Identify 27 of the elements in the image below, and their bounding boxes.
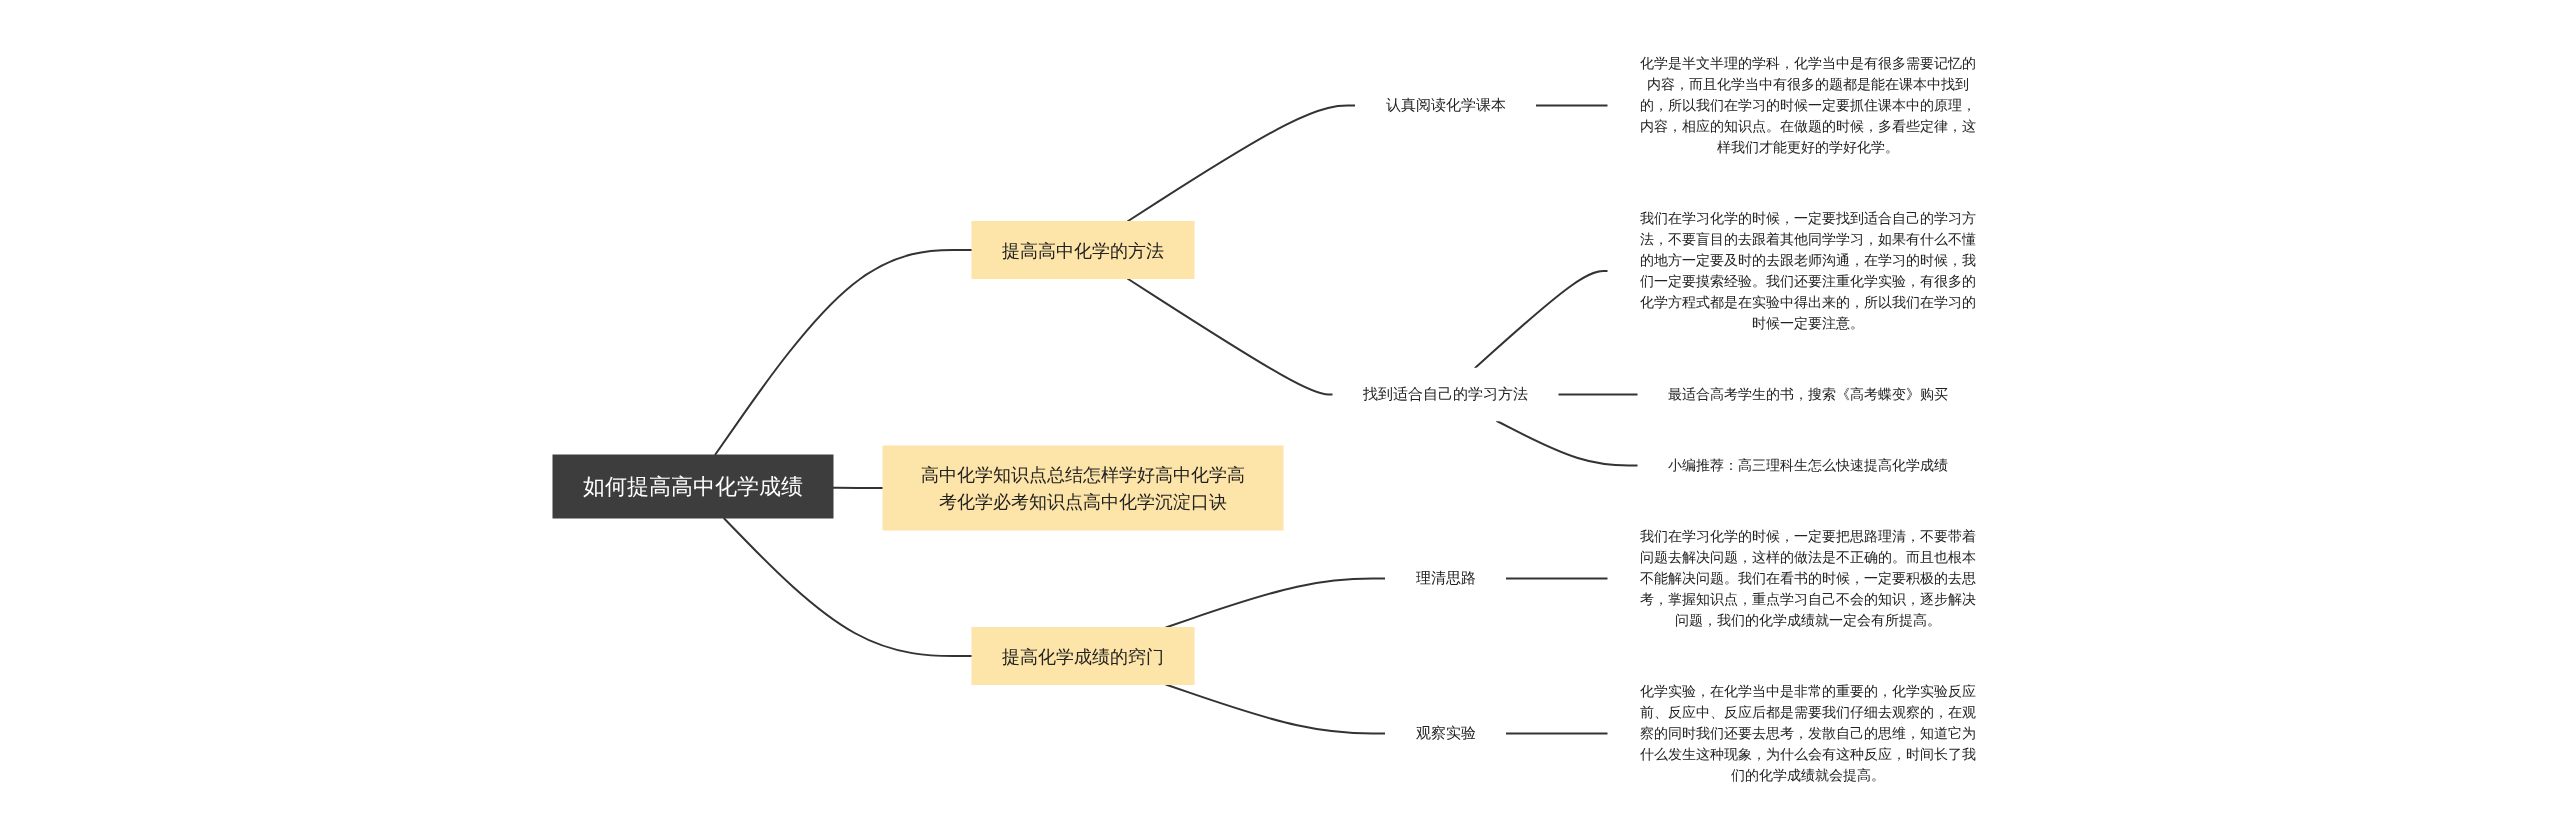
connector (1164, 577, 1386, 629)
node-text: 小编推荐：高三理科生怎么快速提高化学成绩 (1667, 457, 1948, 473)
connector (1164, 683, 1386, 735)
node-text: 认真阅读化学课本 (1385, 96, 1505, 115)
connector (1494, 419, 1639, 467)
node-box: 提高高中化学的方法 (971, 221, 1194, 279)
node-box: 高中化学知识点总结怎样学好高中化学高考化学必考知识点高中化学沉淀口诀 (882, 445, 1283, 531)
node-text: 化学实验，在化学当中是非常的重要的，化学实验反应前、反应中、反应后都是需要我们仔细去观察的，在观察的同时我们还要去思考，发散自己的思维，知道它为什么发生这种现象，为什么会有这种反应，时间长了我们的化学成绩就会提高。 (1639, 683, 1976, 783)
node-text: 最适合高考学生的书，搜索《高考蝶变》购买 (1667, 386, 1948, 402)
connector (1504, 577, 1609, 580)
connector (713, 249, 973, 456)
node-text: 找到适合自己的学习方法 (1362, 385, 1528, 404)
node-box: 如何提高高中化学成绩 (552, 454, 833, 519)
node-text: 观察实验 (1415, 724, 1475, 743)
connector (831, 486, 884, 489)
connector (1125, 104, 1356, 223)
connector (1556, 393, 1639, 396)
connector (1125, 277, 1334, 396)
node-text: 我们在学习化学的时候，一定要找到适合自己的学习方法，不要盲目的去跟着其他同学学习，如果有什么不懂的地方一定要及时的去跟老师沟通，在学习的时候，我们一定要摸索经验。我们还要注重化学实验，有很多的化学方程式都是在实验中得出来的，所以我们在学习的时候一定要注意。 (1639, 210, 1976, 331)
connector (722, 517, 973, 657)
node-text: 我们在学习化学的时候，一定要把思路理清，不要带着问题去解决问题，这样的做法是不正确的。而且也根本不能解决问题。我们在看书的时候，一定要积极的去思考，掌握知识点，重点学习自己不会的知识，逐步解决问题，我们的化学成绩就一定会有所提高。 (1639, 528, 1976, 628)
connector (1504, 732, 1609, 735)
connector (1534, 104, 1609, 107)
node-text: 理清思路 (1415, 569, 1475, 588)
node-box: 提高化学成绩的窍门 (971, 627, 1194, 685)
node-text: 化学是半文半理的学科，化学当中是有很多需要记忆的内容，而且化学当中有很多的题都是能在课本中找到的，所以我们在学习的时候一定要抓住课本中的原理，内容，相应的知识点。在做题的时候，多看些定律，这样我们才能更好的学好化学。 (1639, 55, 1976, 155)
connector (1473, 270, 1609, 370)
